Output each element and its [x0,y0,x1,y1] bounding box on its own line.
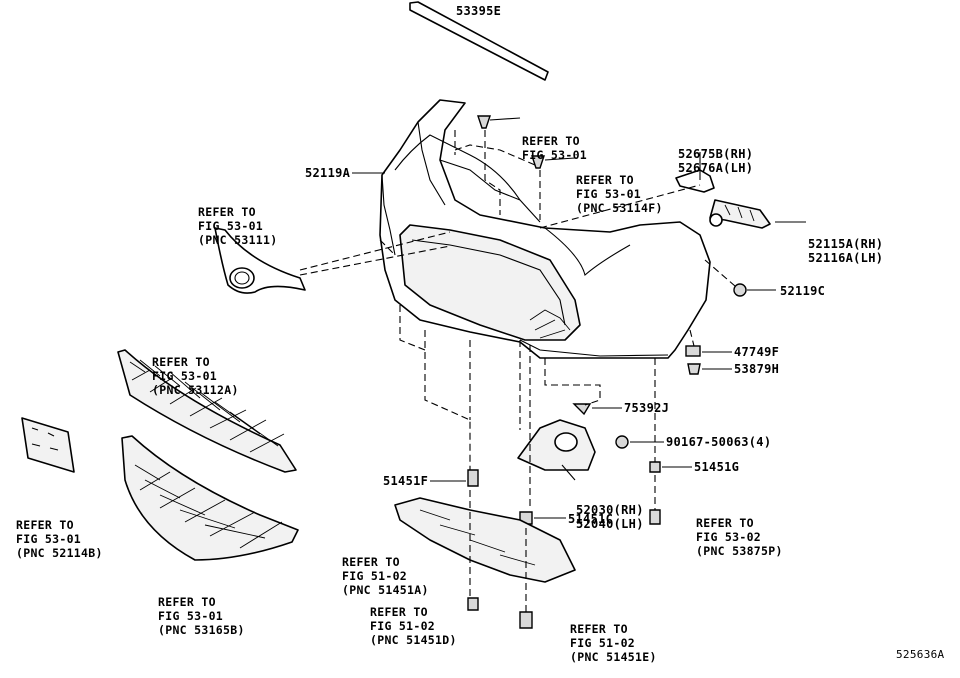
label-53395e[interactable]: 53395E [456,4,502,18]
label-51451f[interactable]: 51451F [383,474,429,488]
label-52119a[interactable]: 52119A [305,166,351,180]
clip-51451e[interactable] [519,611,533,629]
clip-47749f[interactable] [685,345,701,357]
label-51451g[interactable]: 51451G [694,460,740,474]
label-51451c[interactable]: 51451C [568,512,614,526]
clip-53879h[interactable] [687,363,701,375]
lower-grille-part[interactable] [121,435,299,561]
parts-diagram [21,1,806,629]
diagram-id: 525636A [896,648,945,661]
bumper-cover-part[interactable] [379,99,711,359]
label-53879h[interactable]: 53879H [734,362,780,376]
license-plate-bracket-part[interactable] [21,417,75,473]
label-52675b-52676a[interactable]: 52675B(RH)52676A(LH) [678,147,754,175]
upper-grille-part[interactable] [117,349,297,473]
label-47749f[interactable]: 47749F [734,345,780,359]
clip-51451d[interactable] [467,597,479,611]
clip-51451f[interactable] [467,469,479,487]
label-52030-52040[interactable]: 52030(RH)52040(LH) [576,503,644,531]
fog-lamp-bezel-part[interactable] [517,419,596,471]
side-bracket-part[interactable] [709,199,771,229]
label-90167[interactable]: 90167-50063(4) [666,435,772,449]
label-52115a-52116a[interactable]: 52115A(RH)52116A(LH) [808,237,884,265]
clip-top-1[interactable] [477,115,491,129]
clip-52119c[interactable] [733,283,747,297]
label-75392j[interactable]: 75392J [624,401,670,415]
engine-under-cover-part[interactable] [394,497,576,583]
molding-strip-part[interactable] [409,1,549,81]
clip-top-2[interactable] [531,155,545,169]
clip-53875p[interactable] [649,509,661,525]
label-52119c[interactable]: 52119C [780,284,826,298]
emblem-bracket-part[interactable] [214,227,306,294]
screw-90167[interactable] [615,435,629,449]
clip-75392j[interactable] [572,403,592,416]
clip-51451g[interactable] [649,461,661,473]
